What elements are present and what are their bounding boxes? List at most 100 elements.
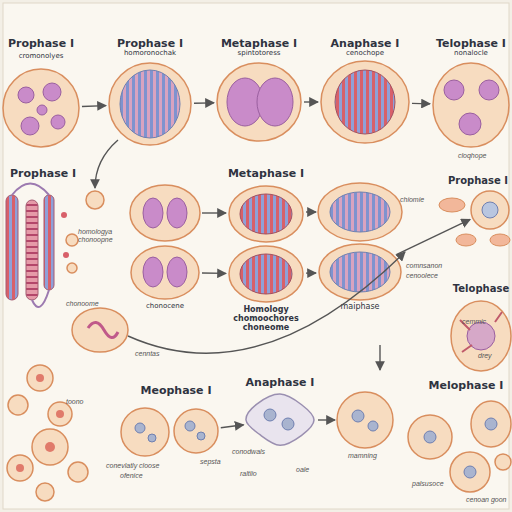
- chromosome: [143, 257, 163, 287]
- chromosome: [464, 466, 476, 478]
- cell-outline: [228, 185, 304, 243]
- chromosome: [18, 87, 34, 103]
- chromosome: [56, 410, 64, 418]
- cell-node: chonocene: [130, 245, 200, 300]
- phase-heading: Telophase I: [436, 38, 506, 50]
- chromosome: [45, 442, 55, 452]
- cell-node: Melophase I: [470, 400, 512, 448]
- annotation-label: mamning: [348, 452, 377, 460]
- phase-arrow: [306, 272, 316, 274]
- cell-membrane: [229, 186, 303, 242]
- cell-node: Metaphase Ispintotoress: [216, 62, 302, 142]
- annotation-label: comnsanon: [406, 262, 442, 270]
- cell-outline: [470, 190, 510, 230]
- annotation-label: sepsta: [200, 458, 221, 466]
- chromosome: [352, 410, 364, 422]
- cell-node: maiphase: [318, 243, 402, 301]
- cell-membrane: [433, 63, 509, 147]
- annotation-label: cenntas: [135, 350, 160, 358]
- chromosome: [143, 198, 163, 228]
- cell: [68, 462, 88, 482]
- phase-heading: Meophase I: [140, 385, 211, 397]
- chromosome: [444, 80, 464, 100]
- chromosome-loop: [12, 184, 49, 196]
- cell-membrane: [319, 244, 401, 300]
- chromosome: [485, 418, 497, 430]
- phase-note: cromonolyes: [19, 53, 64, 61]
- phase-note: spintotoress: [238, 50, 281, 58]
- cell-node: Telophase: [450, 300, 512, 372]
- cell-membrane: [229, 246, 303, 302]
- cell: [337, 392, 393, 448]
- chromosome: [21, 117, 39, 135]
- cell-membrane: [109, 63, 191, 145]
- phase-heading: Melophase I: [429, 380, 504, 392]
- annotation-label: cenoolece: [406, 272, 438, 280]
- cell: [7, 455, 33, 481]
- centromere: [61, 212, 67, 218]
- phase-arrow: [202, 272, 226, 274]
- annotation-label: cloqhope: [458, 152, 486, 160]
- phase-arrow: [221, 425, 244, 428]
- cell-outline: [173, 408, 219, 454]
- cell-node: Anaphase I: [245, 395, 315, 445]
- cell-membrane: [471, 191, 509, 229]
- annotation-label: raltlio: [240, 470, 257, 478]
- cell-node: Prophase I: [470, 190, 510, 230]
- chromosome: [37, 105, 47, 115]
- phase-heading: Metaphase I: [228, 168, 304, 180]
- cell: [8, 395, 28, 415]
- cell-outline: [470, 400, 512, 448]
- phase-heading: Anaphase I: [246, 377, 315, 389]
- cell-membrane: [174, 409, 218, 453]
- chromosome: [479, 80, 499, 100]
- cell-node: Telophase Inonalocle: [432, 62, 510, 148]
- cell-outline: [450, 300, 512, 372]
- small-cell: [439, 198, 465, 212]
- cell: [48, 402, 72, 426]
- cell-outline: [130, 245, 200, 300]
- arrow: [128, 252, 405, 353]
- phase-arrow: [412, 103, 430, 105]
- chromosome: [51, 115, 65, 129]
- cell-node: Prophase Ihomoronochak: [108, 62, 192, 146]
- chromosome-loop: [32, 290, 49, 307]
- cell-membrane: [451, 301, 511, 371]
- chromosome: [135, 423, 145, 433]
- chromosome: [88, 322, 118, 337]
- annotation-label: oale: [296, 466, 309, 474]
- phase-heading: Prophase I: [448, 175, 508, 186]
- chromosome-bundle: [120, 70, 180, 138]
- cell-membrane: [471, 401, 511, 447]
- cell-membrane: [217, 63, 301, 141]
- chromosome: [459, 113, 481, 135]
- chromosome: [197, 432, 205, 440]
- cell-outline: [2, 68, 80, 148]
- annotation-label: homologya chonoopne: [78, 228, 128, 243]
- phase-heading: Homology chomoochores choneome: [214, 306, 318, 332]
- chromosome: [257, 78, 293, 126]
- chromosome: [185, 421, 195, 431]
- nucleus: [467, 322, 495, 350]
- phase-heading: chonocene: [146, 303, 184, 311]
- arrow: [202, 212, 226, 213]
- chromosome-bundle: [240, 254, 292, 294]
- cell-membrane: [321, 61, 409, 143]
- cell-outline: [320, 60, 410, 144]
- cell: [86, 191, 104, 209]
- cell: [495, 454, 511, 470]
- spindle-fiber: [460, 312, 502, 352]
- phase-note: homoronochak: [124, 50, 176, 58]
- arrow: [95, 140, 118, 188]
- cell-membrane: [131, 246, 199, 299]
- chromosome: [227, 78, 263, 126]
- cell-membrane: [246, 394, 314, 445]
- cell: [408, 415, 452, 459]
- annotation-label: conodwals: [232, 448, 265, 456]
- chromosome: [424, 431, 436, 443]
- cell: [32, 429, 68, 465]
- cell: [72, 308, 128, 352]
- small-cell: [456, 234, 476, 246]
- cell-outline: [432, 62, 510, 148]
